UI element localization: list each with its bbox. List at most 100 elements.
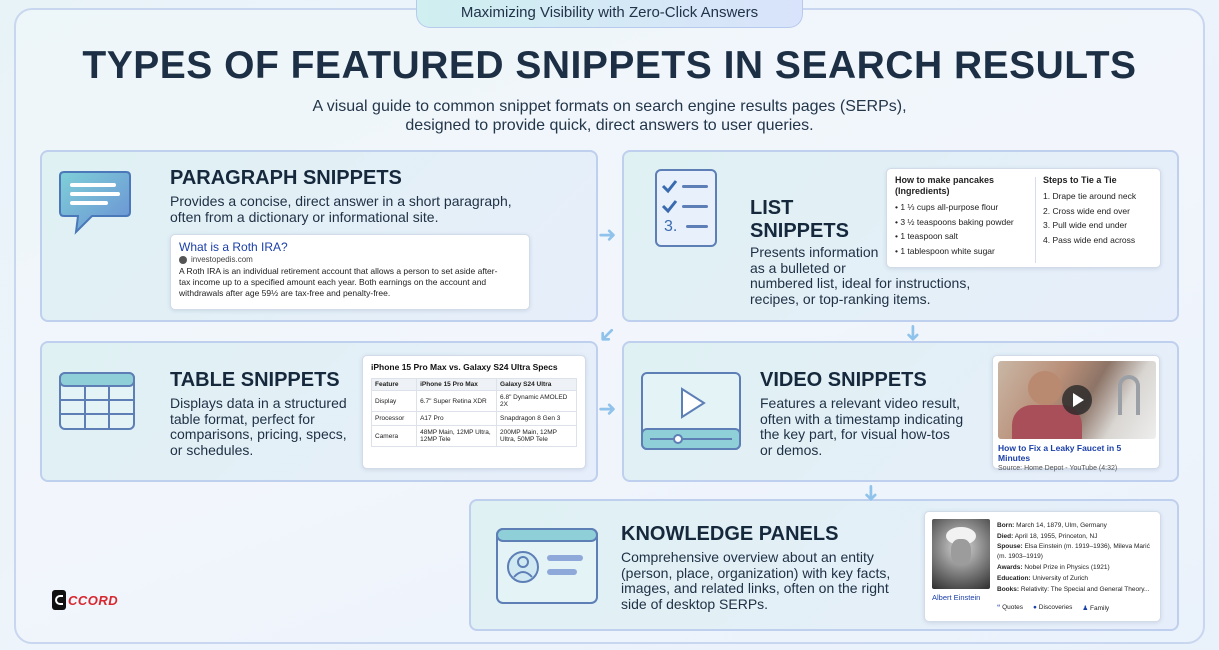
numbered-item: 4. Pass wide end across xyxy=(1043,234,1136,245)
desc-line: numbered list, ideal for instructions, xyxy=(750,275,971,291)
numbered-item: 3. Pull wide end under xyxy=(1043,220,1128,230)
numbered-item: 2. Cross wide end over xyxy=(1043,205,1130,216)
spec-table: Feature iPhone 15 Pro Max Galaxy S24 Ult… xyxy=(370,378,577,447)
fact-value: Relativity: The Special and General Theo… xyxy=(1020,586,1150,593)
list-bullet-text: 1 tablespoon white sugar xyxy=(900,245,995,256)
people-icon: ♟ xyxy=(1082,605,1089,612)
card-title: PARAGRAPH SNIPPETS xyxy=(170,167,402,189)
list-bullet-text: 1 teaspoon salt xyxy=(900,231,958,241)
paragraph-snippets-card: PARAGRAPH SNIPPETS Provides a concise, d… xyxy=(40,150,598,322)
entity-name-link[interactable]: Albert Einstein xyxy=(932,593,981,602)
globe-icon xyxy=(179,255,187,264)
fact-label: Born: xyxy=(997,522,1015,529)
example-text-line: A Roth IRA is an individual retirement a… xyxy=(179,266,498,276)
chip-label: Family xyxy=(1090,605,1110,612)
card-description: Comprehensive overview about an entity (… xyxy=(621,549,890,612)
list-example: How to make pancakes (Ingredients) • 1 ⅓… xyxy=(886,168,1161,268)
list-bullet-item: • 1 tablespoon white sugar xyxy=(895,245,995,256)
card-title-line: LIST xyxy=(750,197,794,219)
list-bullet-item: • 3 ½ teaspoons baking powder xyxy=(895,216,1014,227)
list-example-left: How to make pancakes (Ingredients) • 1 ⅓… xyxy=(895,175,1035,258)
video-example: How to Fix a Leaky Faucet in 5 Minutes S… xyxy=(992,355,1160,472)
table-snippets-card: TABLE SNIPPETS Displays data in a struct… xyxy=(40,341,598,482)
table-cell: 6.8" Dynamic AMOLED 2X xyxy=(496,390,577,412)
chip-family[interactable]: ♟ Family xyxy=(1082,604,1109,612)
top-banner: Maximizing Visibility with Zero-Click An… xyxy=(416,0,803,28)
list-bullet-text: 3 ½ teaspoons baking powder xyxy=(900,216,1014,227)
fact-list: Born: March 14, 1879, Ulm, Germany Died:… xyxy=(997,520,1157,595)
video-source: Source: Home Depot - YouTube (4:32) xyxy=(998,465,1118,472)
table-grid-icon xyxy=(59,372,135,430)
knowledge-panels-card: KNOWLEDGE PANELS Comprehensive overview … xyxy=(469,499,1179,631)
fact-label: Books: xyxy=(997,586,1020,593)
table-cell: Camera xyxy=(370,425,418,447)
list-bullet-text: 1 ⅓ cups all-purpose flour xyxy=(900,202,999,212)
fact-label: Spouse: xyxy=(997,543,1023,550)
card-description: Provides a concise, direct answer in a s… xyxy=(170,193,512,225)
video-thumbnail[interactable] xyxy=(998,361,1156,439)
example-text-line: withdrawals after age 59½ are tax-free a… xyxy=(179,288,391,298)
example-query-link[interactable]: What is a Roth IRA? xyxy=(179,240,288,254)
checklist-icon xyxy=(655,169,717,247)
accord-logo: CCORD xyxy=(52,590,118,610)
fact-value: Elsa Einstein (m. 1919–1936), Mileva Mar… xyxy=(997,543,1150,560)
faucet-shape xyxy=(1118,375,1140,415)
card-title: TABLE SNIPPETS xyxy=(170,369,340,391)
card-description: Features a relevant video result, often … xyxy=(760,395,963,458)
table-header-cell: Feature xyxy=(370,378,418,391)
list-divider xyxy=(1035,177,1036,263)
numbered-item: 1. Drape tie around neck xyxy=(1043,191,1137,201)
pin-icon: ● xyxy=(1033,604,1037,611)
paragraph-example: What is a Roth IRA? investopedis.com A R… xyxy=(170,234,530,310)
table-cell: 48MP Main, 12MP Ultra, 12MP Tele xyxy=(416,425,498,447)
list-bullet-item: • 1 teaspoon salt xyxy=(895,231,958,241)
chip-discoveries[interactable]: ● Discoveries xyxy=(1033,604,1072,612)
card-title-line: SNIPPETS xyxy=(750,220,849,242)
list-bullet-item: • 1 ⅓ cups all-purpose flour xyxy=(895,202,999,212)
fact-value: April 18, 1955, Princeton, NJ xyxy=(1014,533,1098,540)
table-example-heading: iPhone 15 Pro Max vs. Galaxy S24 Ultra S… xyxy=(371,362,558,372)
fact-row: Books: Relativity: The Special and Gener… xyxy=(997,584,1157,595)
fact-value: University of Zurich xyxy=(1032,575,1089,582)
example-text: A Roth IRA is an individual retirement a… xyxy=(179,266,521,299)
fact-row: Spouse: Elsa Einstein (m. 1919–1936), Mi… xyxy=(997,542,1157,562)
table-cell: 200MP Main, 12MP Ultra, 50MP Tele xyxy=(496,425,577,447)
table-cell: Processor xyxy=(370,411,418,426)
video-player-icon xyxy=(641,372,741,450)
desc-line: the key part, for visual how-tos xyxy=(760,426,950,442)
desc-line: or schedules. xyxy=(170,441,254,458)
example-text-line: tax income up to a specified amount each… xyxy=(179,277,487,287)
table-cell: Snapdragon 8 Gen 3 xyxy=(496,411,577,426)
fact-row: Awards: Nobel Prize in Physics (1921) xyxy=(997,562,1157,573)
fact-label: Awards: xyxy=(997,564,1023,571)
card-description: Displays data in a structured table form… xyxy=(170,395,347,458)
video-caption-link[interactable]: How to Fix a Leaky Faucet in 5 Minutes xyxy=(998,443,1122,463)
fact-value: Nobel Prize in Physics (1921) xyxy=(1024,564,1110,571)
table-header-cell: Galaxy S24 Ultra xyxy=(496,378,577,391)
speech-bubble-icon xyxy=(59,171,131,235)
list-snippets-card: 3. LIST SNIPPETS Presents information as… xyxy=(622,150,1179,322)
quote-icon: “ xyxy=(997,604,1001,611)
desc-line: or demos. xyxy=(760,441,823,458)
list-heading: How to make pancakes (Ingredients) xyxy=(895,175,1035,197)
desc-line: Displays data in a structured xyxy=(170,395,347,411)
desc-line: table format, perfect for xyxy=(170,410,315,427)
list-heading-line: How to make pancakes xyxy=(895,175,995,185)
chip-label: Quotes xyxy=(1002,604,1024,611)
table-example: iPhone 15 Pro Max vs. Galaxy S24 Ultra S… xyxy=(362,355,586,469)
list-heading: Steps to Tie a Tie xyxy=(1043,175,1117,185)
knowledge-panel-example: Albert Einstein Born: March 14, 1879, Ul… xyxy=(924,511,1161,622)
chip-quotes[interactable]: “ Quotes xyxy=(997,604,1023,612)
table-cell: 6.7" Super Retina XDR xyxy=(416,390,498,412)
list-heading-line: (Ingredients) xyxy=(895,186,950,196)
page-title: TYPES OF FEATURED SNIPPETS IN SEARCH RES… xyxy=(82,44,1137,87)
page-subtitle: A visual guide to common snippet formats… xyxy=(0,97,1219,135)
card-title: LIST SNIPPETS xyxy=(750,197,849,243)
play-button-icon[interactable] xyxy=(1062,385,1092,415)
table-cell: Display xyxy=(370,390,418,412)
list-example-right: Steps to Tie a Tie 1. Drape tie around n… xyxy=(1043,175,1158,247)
desc-line: Comprehensive overview about an entity xyxy=(621,549,874,565)
chip-row: “ Quotes ● Discoveries ♟ Family xyxy=(997,604,1109,612)
fact-row: Died: April 18, 1955, Princeton, NJ xyxy=(997,531,1157,542)
arrow-down-icon: ➜ xyxy=(901,323,927,343)
